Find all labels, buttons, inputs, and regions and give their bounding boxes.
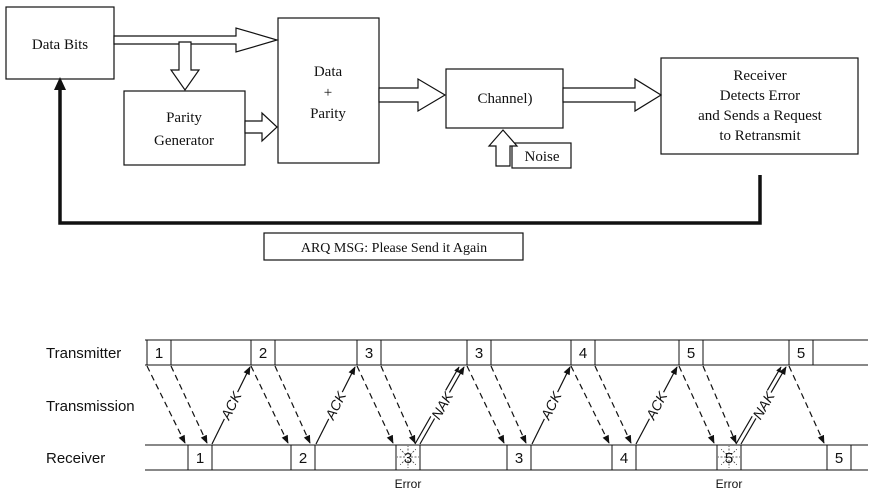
- received-frame: 5: [826, 444, 852, 471]
- error-label: Error: [395, 477, 422, 491]
- transmission-arrow: [170, 365, 208, 444]
- transmitted-frame: 1: [146, 339, 172, 366]
- transmission-arrow: [678, 365, 715, 444]
- ack-label-bg: [322, 388, 349, 423]
- arq-feedback-arrowhead: [54, 77, 66, 90]
- timing-diagram: Transmitter Transmission Receiver 1 2 3 3 4 5…: [46, 339, 868, 491]
- receiver-label-2: Detects Error: [720, 88, 800, 104]
- nak-label: NAK: [749, 388, 778, 421]
- parity-generator-block: Parity Generator: [123, 90, 246, 166]
- ack-label-bg: [749, 389, 778, 422]
- error-burst-icon: [718, 446, 740, 468]
- arrow-databits-to-dataparity: [113, 27, 280, 53]
- ack-label-bg: [538, 388, 564, 423]
- arrow-parity-to-dataparity: [244, 111, 278, 143]
- transmitted-frame: 2: [250, 339, 276, 366]
- received-frame: 2: [290, 444, 316, 471]
- received-frame-number: 3: [404, 450, 412, 467]
- receiver-label-1: Receiver: [733, 68, 786, 84]
- transmission-arrow: [594, 365, 632, 444]
- row-label-transmitter: Transmitter: [46, 345, 121, 362]
- transmission-arrow: [702, 365, 737, 444]
- data-parity-label-1: Data: [314, 64, 343, 80]
- noise-block: Noise: [511, 142, 572, 169]
- arrow-channel-to-receiver: [562, 77, 663, 113]
- channel-block: Channel): [445, 68, 564, 129]
- transmitted-frame: 4: [570, 339, 596, 366]
- receiver-label-3: and Sends a Request: [698, 108, 823, 124]
- received-frame-number: 5: [725, 450, 733, 467]
- data-bits-block: Data Bits: [5, 6, 115, 80]
- ack-label-bg: [428, 389, 456, 422]
- transmission-arrow: [490, 365, 527, 444]
- parity-generator-label-2: Generator: [154, 133, 214, 149]
- transmission-arrow: [356, 365, 394, 444]
- data-parity-label-2: +: [324, 85, 332, 101]
- transmitted-frame-number: 3: [365, 345, 373, 362]
- received-frame-error: 5: [716, 444, 742, 471]
- received-frame-number: 5: [835, 450, 843, 467]
- channel-label: Channel): [478, 91, 533, 107]
- arrow-dataparity-to-channel: [378, 77, 447, 113]
- receiver-frames: 1 2 3 3 4 5 5: [187, 444, 852, 471]
- arq-message-label: ARQ MSG: Please Send it Again: [301, 241, 487, 256]
- transmission-arrow: [380, 365, 416, 444]
- transmitted-frame-number: 4: [579, 345, 587, 362]
- receiver-block: Receiver Detects Error and Sends a Reque…: [660, 57, 859, 155]
- transmission-arrow: [570, 365, 610, 444]
- nak-label: NAK: [428, 388, 457, 422]
- received-frame: 4: [611, 444, 637, 471]
- row-label-receiver: Receiver: [46, 450, 105, 467]
- transmitted-frame-number: 5: [687, 345, 695, 362]
- block-diagram: Data Bits Parity Generator Data + Parity…: [5, 6, 859, 261]
- transmission-arrows: [146, 365, 825, 444]
- arq-feedback-line: [58, 86, 762, 225]
- transmitter-frames: 1 2 3 3 4 5 5: [146, 339, 814, 366]
- received-frame-number: 2: [299, 450, 307, 467]
- received-frame-number: 1: [196, 450, 204, 467]
- transmission-arrow: [250, 365, 289, 444]
- transmitted-frame: 5: [788, 339, 814, 366]
- transmission-arrow: [274, 365, 311, 444]
- transmitted-frame: 3: [466, 339, 492, 366]
- data-parity-label-3: Parity: [310, 106, 346, 122]
- transmitted-frame: 5: [678, 339, 704, 366]
- received-frame: 1: [187, 444, 213, 471]
- row-label-transmission: Transmission: [46, 398, 135, 415]
- transmitted-frame-number: 5: [797, 345, 805, 362]
- data-parity-block: Data + Parity: [277, 17, 380, 164]
- error-label: Error: [716, 477, 743, 491]
- error-burst-icon: [397, 446, 419, 468]
- transmitted-frame-number: 1: [155, 345, 163, 362]
- noise-label: Noise: [525, 149, 560, 165]
- received-frame-error: 3: [395, 444, 421, 471]
- parity-generator-label-1: Parity: [166, 110, 202, 126]
- received-frame-number: 4: [620, 450, 628, 467]
- transmitted-frame: 3: [356, 339, 382, 366]
- transmitted-frame-number: 3: [475, 345, 483, 362]
- arq-message-box: ARQ MSG: Please Send it Again: [263, 232, 524, 261]
- transmission-arrow: [788, 365, 825, 444]
- receiver-label-4: to Retransmit: [719, 128, 801, 144]
- ack-label: ACK: [642, 388, 670, 422]
- arrow-noise-to-channel: [487, 129, 519, 167]
- transmission-arrow: [466, 365, 505, 444]
- received-frame-number: 3: [515, 450, 523, 467]
- error-labels: Error Error: [395, 477, 743, 491]
- arrow-databits-to-parity: [169, 41, 201, 92]
- ack-label-bg: [643, 388, 670, 423]
- data-bits-label: Data Bits: [32, 37, 88, 53]
- received-frame: 3: [506, 444, 532, 471]
- ack-label-bg: [218, 388, 244, 423]
- transmission-arrow: [146, 365, 186, 444]
- transmitted-frame-number: 2: [259, 345, 267, 362]
